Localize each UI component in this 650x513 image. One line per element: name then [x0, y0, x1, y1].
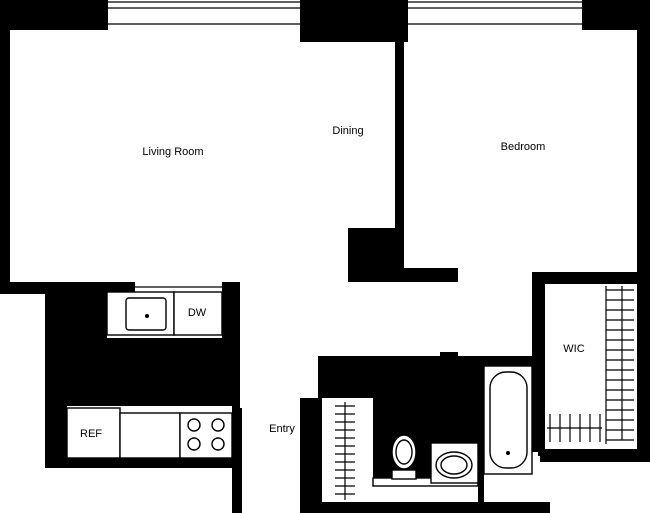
burner-icon [187, 437, 201, 451]
wic-shelf-bottom [549, 414, 601, 442]
wic-shelf-right [605, 286, 634, 444]
kitchen [66, 286, 233, 459]
room-label-living: Living Room [142, 146, 203, 158]
entry-closet [312, 398, 355, 502]
refrigerator [66, 407, 121, 459]
window-bedroom [408, 1, 582, 25]
sink-drain [145, 314, 149, 318]
bath-sink-inner [440, 455, 468, 475]
kitchen-counter-upper [67, 338, 232, 406]
dishwasher [173, 291, 223, 336]
burner-icon [211, 418, 225, 432]
room-label-entry: Entry [269, 423, 295, 435]
toilet-tank [391, 469, 417, 480]
counter-lower [119, 412, 181, 459]
toilet-seat [395, 439, 413, 465]
bathroom [372, 365, 533, 487]
cooktop [179, 412, 233, 459]
burner-icon [211, 437, 225, 451]
bathtub-basin [489, 371, 528, 469]
window-living [108, 1, 300, 25]
tub-drain [506, 451, 510, 455]
room-label-bedroom: Bedroom [501, 141, 546, 153]
room-label-wic: WIC [563, 343, 584, 355]
room-label-dining: Dining [332, 125, 363, 137]
sink-basin [125, 297, 167, 331]
appliance-label-dw: DW [188, 307, 207, 319]
burner-icon [187, 418, 201, 432]
appliance-label-ref: REF [80, 428, 102, 440]
wic-closet [547, 286, 634, 444]
